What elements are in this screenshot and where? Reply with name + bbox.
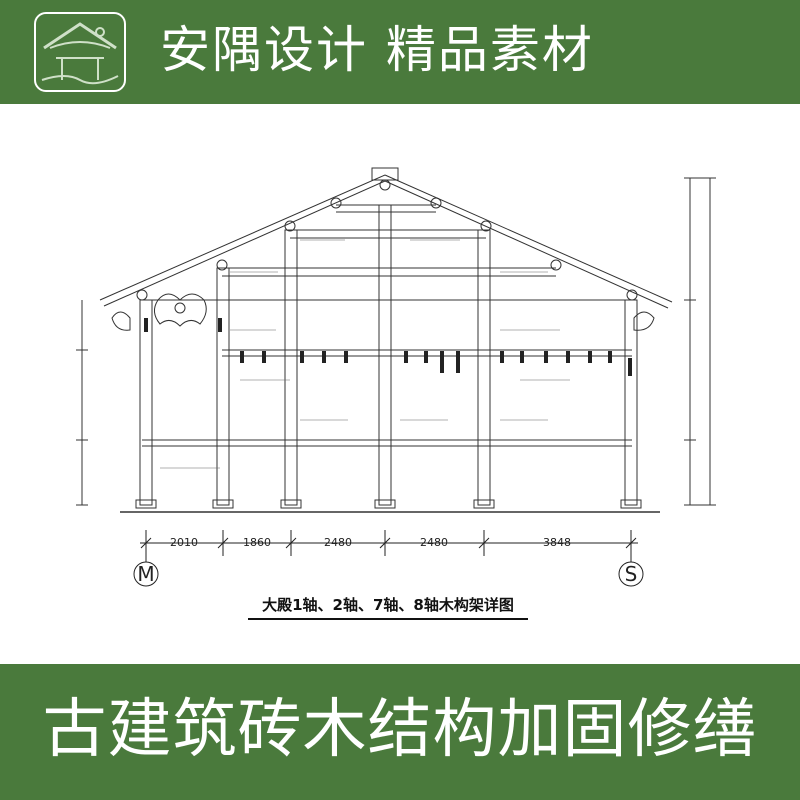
bay-dimension-1: 2010 (170, 536, 198, 549)
top-banner (0, 0, 800, 104)
axis-label-right: S (625, 562, 638, 586)
pavilion-roof-icon (34, 12, 126, 92)
roof-left-slope (99, 174, 386, 301)
axis-label-left: M (137, 562, 154, 586)
axis-bubble-right (618, 561, 644, 587)
drawing-title: 大殿1轴、2轴、7轴、8轴木构架详图 (262, 596, 514, 614)
axis-bubble-left (133, 561, 159, 587)
roof-right-slope (384, 174, 673, 303)
bay-dimension-5: 3848 (543, 536, 571, 549)
brand-title: 安隅设计 精品素材 (160, 21, 594, 79)
bay-dimension-4: 2480 (420, 536, 448, 549)
title-underline (248, 618, 528, 620)
bay-dimension-2: 1860 (243, 536, 271, 549)
footer-title: 古建筑砖木结构加固修缮 (42, 693, 758, 767)
timber-frame-section-drawing: 2010 1860 2480 2480 3848 M S (76, 167, 716, 587)
bottom-banner (0, 664, 800, 800)
bay-dimension-3: 2480 (324, 536, 352, 549)
